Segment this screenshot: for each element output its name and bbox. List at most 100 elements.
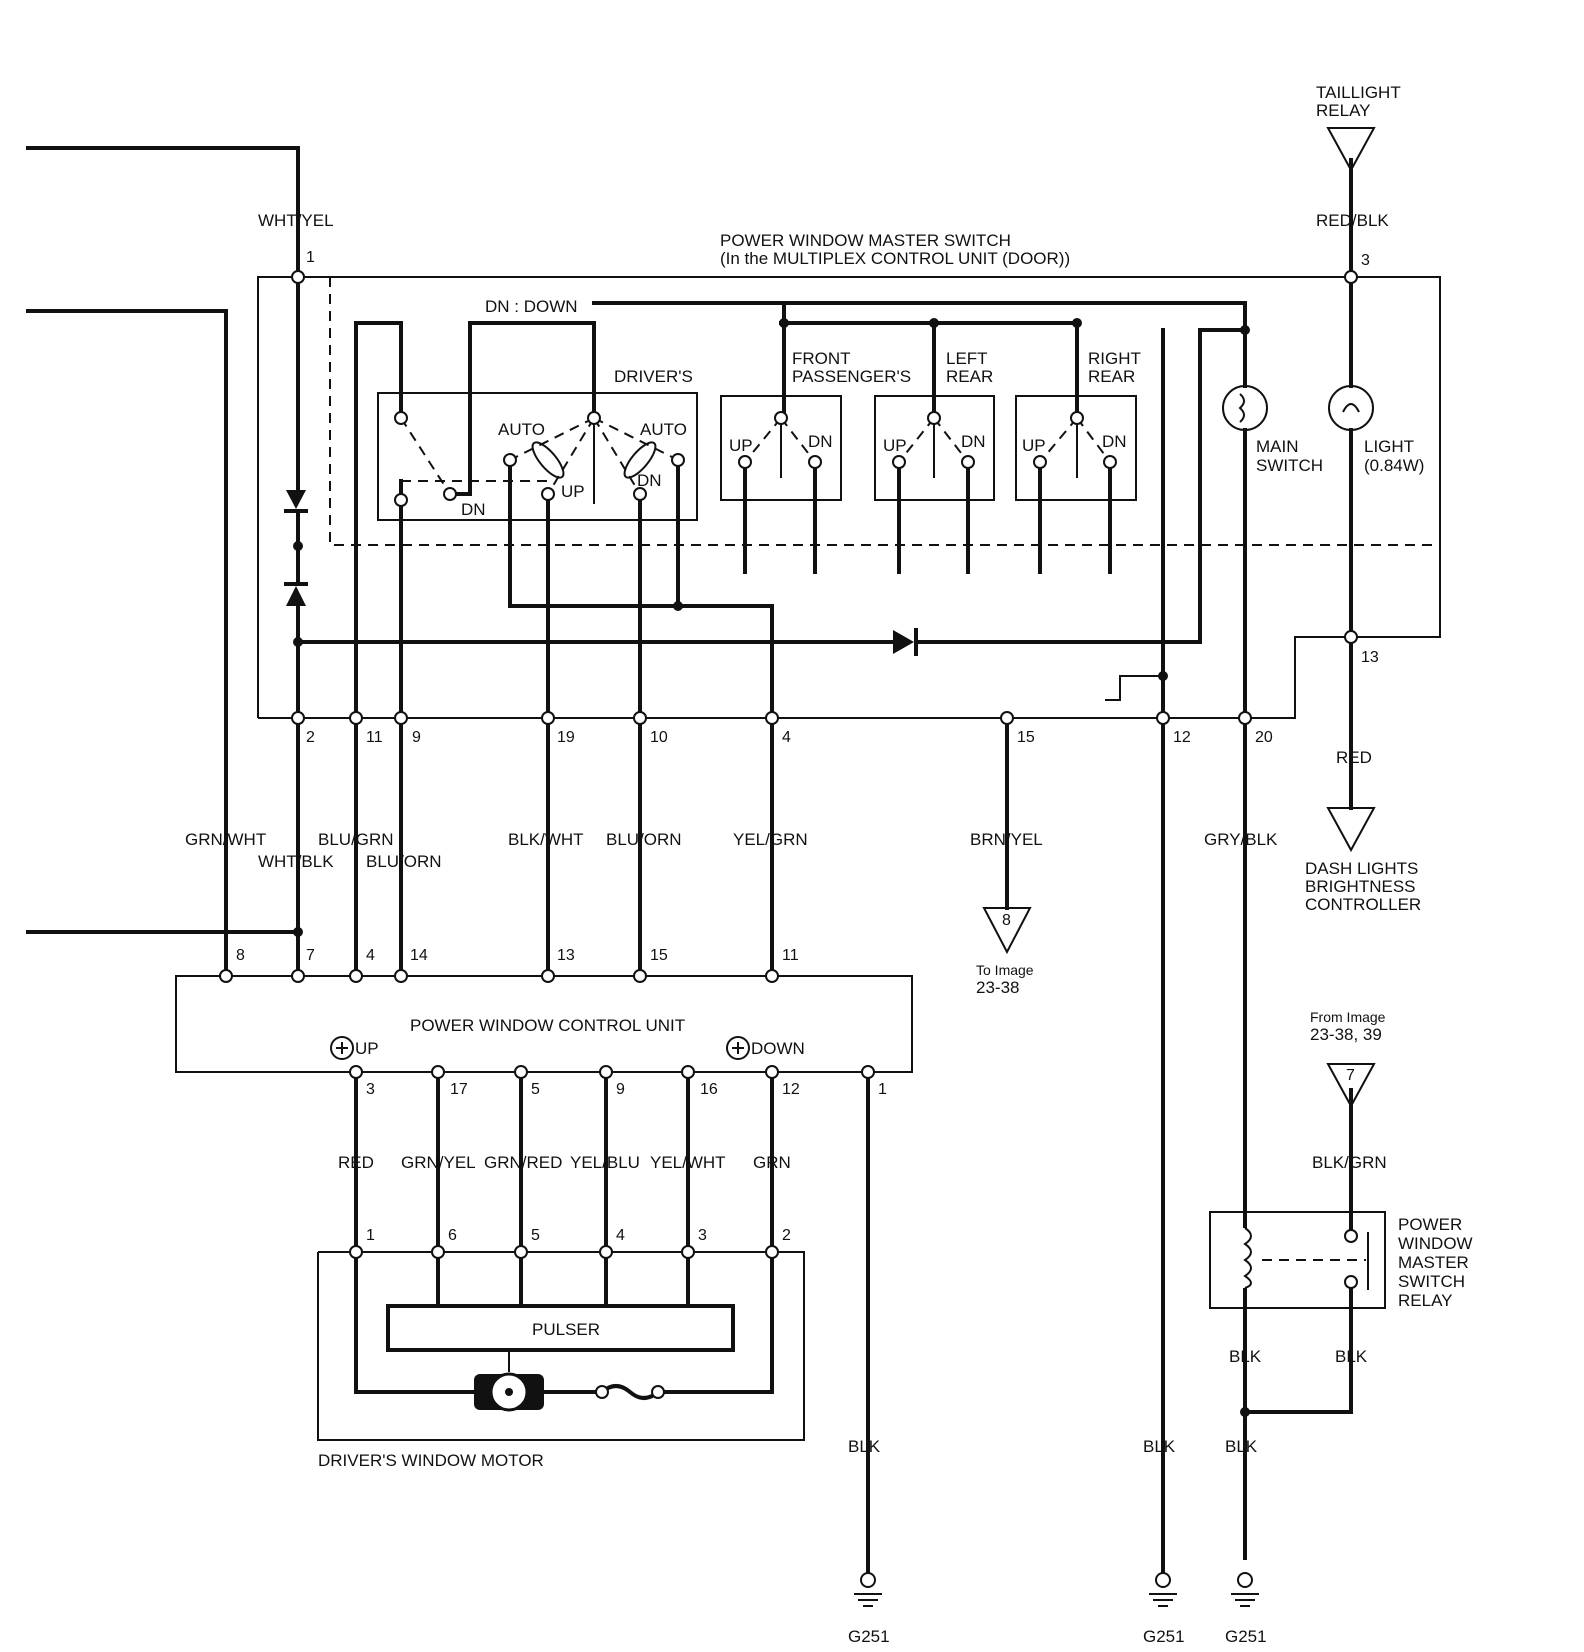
cu-pin: 4 <box>366 947 375 964</box>
motor-pin: 5 <box>531 1227 540 1244</box>
wire-label: WHT/YEL <box>258 211 334 230</box>
ms-pin: 13 <box>1361 649 1379 666</box>
cu-pin: 12 <box>782 1081 800 1098</box>
wire-label: YEL/BLU <box>570 1153 640 1172</box>
wire-label: RED/BLK <box>1316 211 1389 230</box>
grounds: G251 G251 G251 <box>848 1572 1267 1646</box>
ms-pin: 2 <box>306 729 315 746</box>
wire-label: BLK <box>1225 1437 1258 1456</box>
drivers-switch-label: DRIVER'S <box>614 367 693 386</box>
wire-label: BLK <box>1229 1347 1262 1366</box>
dash-label-2: BRIGHTNESS <box>1305 877 1416 896</box>
drivers-window-motor: PULSER DRIVER'S WINDOW MOTOR <box>317 1251 805 1470</box>
cu-up-label: UP <box>355 1039 379 1058</box>
relay-label-4: SWITCH <box>1398 1272 1465 1291</box>
ms-pin: 9 <box>412 729 421 746</box>
cu-pin: 11 <box>782 947 799 964</box>
rr-up-label: UP <box>1022 436 1046 455</box>
ms-pin: 10 <box>650 729 668 746</box>
motor-pin: 6 <box>448 1227 457 1244</box>
taillight-label-1: TAILLIGHT <box>1316 83 1401 102</box>
cu-pin: 8 <box>236 947 245 964</box>
control-unit: POWER WINDOW CONTROL UNIT UP DOWN <box>175 975 913 1073</box>
cu-pin: 1 <box>878 1081 887 1098</box>
wire-labels: WHT/YEL RED/BLK RED GRN/WHT WHT/BLK BLU/… <box>185 211 1389 1456</box>
wire-label: YEL/GRN <box>733 830 808 849</box>
cu-pin: 3 <box>366 1081 375 1098</box>
taillight-relay-connector <box>1326 127 1376 173</box>
junctions <box>293 318 1250 1417</box>
relay-label-5: RELAY <box>1398 1291 1453 1310</box>
front-passenger-label-1: FRONT <box>792 349 851 368</box>
dash-label-3: CONTROLLER <box>1305 895 1421 914</box>
wire-label: GRN/RED <box>484 1153 562 1172</box>
wire-label: GRY/BLK <box>1204 830 1278 849</box>
light-bulb-icon <box>1328 385 1374 431</box>
diode-icon <box>893 630 914 654</box>
wire-label: BLK <box>1335 1347 1368 1366</box>
diode-icon <box>286 586 306 606</box>
motor-pin: 2 <box>782 1227 791 1244</box>
ms-pin: 12 <box>1173 729 1191 746</box>
motor-pin: 1 <box>366 1227 375 1244</box>
master-switch-title: POWER WINDOW MASTER SWITCH <box>720 231 1011 250</box>
main-switch-label-1: MAIN <box>1256 437 1299 456</box>
pin-numbers: 1 3 13 2 11 9 19 10 4 15 12 20 8 7 4 14 … <box>236 249 1379 1244</box>
drivers-dn2-label: DN <box>461 500 486 519</box>
relay-label-1: POWER <box>1398 1215 1462 1234</box>
auto-up-label: AUTO <box>498 420 545 439</box>
master-switch-relay: POWER WINDOW MASTER SWITCH RELAY <box>1209 1211 1473 1310</box>
cu-pin: 15 <box>650 947 668 964</box>
cu-pin: 17 <box>450 1081 468 1098</box>
lr-dn-label: DN <box>961 432 986 451</box>
relay-label-2: WINDOW <box>1398 1234 1473 1253</box>
wire-label: BLK/GRN <box>1312 1153 1387 1172</box>
left-rear-label-1: LEFT <box>946 349 988 368</box>
wire-label: GRN/WHT <box>185 830 266 849</box>
cu-pin: 5 <box>531 1081 540 1098</box>
cu-pin: 14 <box>410 947 428 964</box>
cu-pin: 7 <box>306 947 315 964</box>
left-rear-label-2: REAR <box>946 367 993 386</box>
master-switch: POWER WINDOW MASTER SWITCH (In the MULTI… <box>257 231 1441 719</box>
wire-label: BLK/WHT <box>508 830 584 849</box>
cu-down-label: DOWN <box>751 1039 805 1058</box>
from-image-connector <box>1326 1063 1376 1109</box>
wire-label: RED <box>1336 748 1372 767</box>
wire-label: RED <box>338 1153 374 1172</box>
motor-title: DRIVER'S WINDOW MOTOR <box>318 1451 544 1470</box>
wire-label: BLK <box>1143 1437 1176 1456</box>
plus-icon <box>726 1036 750 1060</box>
wire-label: BLU/ORN <box>366 852 442 871</box>
to-image-line1: To Image <box>976 962 1034 978</box>
ms-pin: 3 <box>1361 252 1370 269</box>
wire-label: BLK <box>848 1437 881 1456</box>
light-label-1: LIGHT <box>1364 437 1414 456</box>
ms-pin: 11 <box>366 729 383 746</box>
wire-label: WHT/BLK <box>258 852 334 871</box>
fp-up-label: UP <box>729 436 753 455</box>
cu-pin: 16 <box>700 1081 718 1098</box>
main-switch-icon <box>1222 385 1268 431</box>
cu-pin: 13 <box>557 947 575 964</box>
dash-label-1: DASH LIGHTS <box>1305 859 1418 878</box>
dn-legend: DN : DOWN <box>485 297 578 316</box>
from-image-num: 7 <box>1346 1067 1355 1084</box>
to-image-connector <box>982 907 1032 955</box>
to-image-num: 8 <box>1002 912 1011 929</box>
pulser-label: PULSER <box>532 1320 600 1339</box>
drivers-switch <box>377 392 698 521</box>
master-switch-subtitle: (In the MULTIPLEX CONTROL UNIT (DOOR)) <box>720 249 1070 268</box>
ground-label: G251 <box>1225 1627 1267 1646</box>
drivers-up-label: UP <box>561 482 585 501</box>
wire-label: GRN/YEL <box>401 1153 476 1172</box>
ground-icon <box>854 1572 882 1607</box>
right-rear-label-2: REAR <box>1088 367 1135 386</box>
dash-lights-connector <box>1326 807 1376 853</box>
motor-pin: 3 <box>698 1227 707 1244</box>
ms-pin: 4 <box>782 729 791 746</box>
wire-label: BLU/ORN <box>606 830 682 849</box>
ground-label: G251 <box>848 1627 890 1646</box>
ms-pin: 1 <box>306 249 315 266</box>
